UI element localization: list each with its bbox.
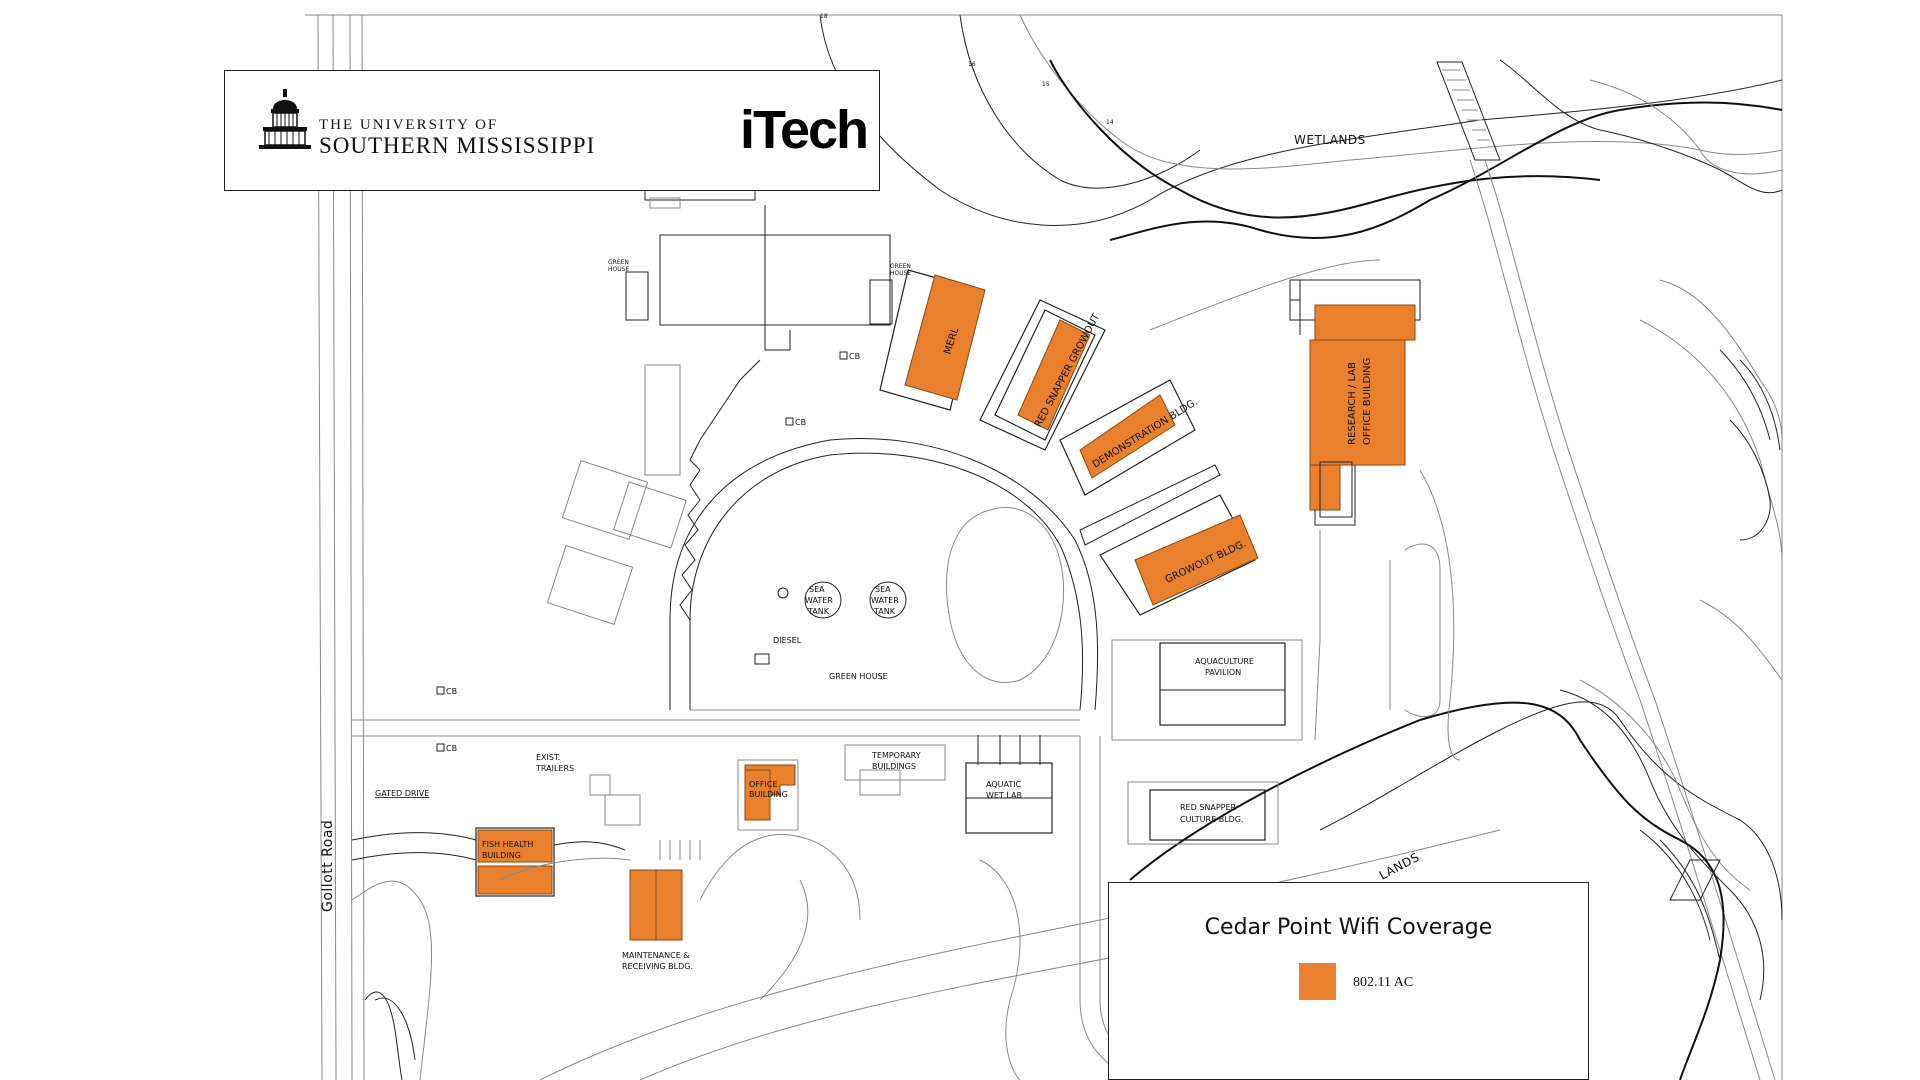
red-snapper-growout-building [979, 299, 1106, 451]
label-gollott-road: Gollott Road [320, 820, 336, 912]
fish-health-building [351, 827, 626, 897]
research-lab-building [1289, 279, 1421, 526]
label-red-snapper-culture-2: CULTURE BLDG. [1180, 815, 1244, 824]
label-sea-water-tank-1b: WATER [805, 596, 833, 605]
label-sea-water-tank-2a: SEA [875, 585, 891, 594]
label-exist-trailers-2: TRAILERS [535, 764, 574, 773]
label-greenhouse-right-2: HOUSE [890, 270, 911, 277]
exist-trailers [589, 774, 641, 826]
greenhouse-grid [625, 187, 893, 351]
cb-marker-3 [436, 686, 445, 695]
label-fish-health-2: BUILDING [482, 851, 521, 860]
aquatic-wet-lab [965, 735, 1053, 834]
label-research-lab-2: OFFICE BUILDING [1362, 358, 1373, 445]
label-fish-health-1: FISH HEALTH [482, 840, 533, 849]
research-lab-top-coverage [1314, 304, 1416, 341]
aquaculture-pavilion [1111, 639, 1303, 741]
demonstration-coverage [1079, 394, 1176, 479]
university-dome-icon [259, 89, 311, 149]
central-area [669, 359, 1099, 711]
growout-coverage [1134, 514, 1259, 606]
label-maintenance-2: RECEIVING BLDG. [622, 962, 693, 971]
sea-water-tanks [754, 581, 907, 665]
itech-logo: iTech [740, 100, 869, 160]
demonstration-building [1059, 379, 1221, 546]
legend: Cedar Point Wifi Coverage 802.11 AC [1108, 882, 1589, 1080]
label-wetlands-top: WETLANDS [1294, 133, 1366, 147]
red-snapper-culture-building [1127, 781, 1279, 845]
legend-label-802-11-ac: 802.11 AC [1353, 975, 1414, 990]
university-name-line1: THE UNIVERSITY OF [319, 117, 499, 133]
label-cb-4: CB [446, 744, 457, 753]
right-loop [1314, 469, 1461, 761]
office-building [737, 759, 799, 831]
contour-label-16: 16 [968, 61, 976, 68]
left-structures [546, 364, 687, 625]
label-sea-water-tank-1c: TANK [807, 607, 830, 616]
fish-health-coverage-top [477, 829, 553, 863]
contour-label-14: 14 [1106, 119, 1114, 126]
growout-building [1099, 494, 1259, 616]
label-cb-1: CB [849, 352, 860, 361]
label-cb-2: CB [795, 418, 806, 427]
label-greenhouse-right-1: GREEN [890, 263, 911, 270]
label-gated-drive: GATED DRIVE [375, 789, 429, 798]
label-aquatic-wet-lab-1: AQUATIC [986, 780, 1022, 789]
label-temporary-buildings-1: TEMPORARY [871, 751, 921, 760]
label-sea-water-tank-2c: TANK [873, 607, 896, 616]
label-sea-water-tank-1a: SEA [809, 585, 825, 594]
label-cb-3: CB [446, 687, 457, 696]
bridge-top [1436, 61, 1501, 161]
label-maintenance-1: MAINTENANCE & [622, 951, 690, 960]
research-lab-lower-coverage [1309, 464, 1341, 511]
red-snapper-growout-coverage [1017, 319, 1091, 431]
contour-label-18: 18 [820, 13, 828, 20]
cb-marker-1 [839, 351, 848, 360]
label-office-building-1: OFFICE [749, 780, 778, 789]
label-sea-water-tank-2b: WATER [871, 596, 899, 605]
contour-lines [819, 14, 1783, 241]
label-red-snapper-culture-1: RED SNAPPER [1180, 803, 1237, 812]
cb-marker-4 [436, 743, 445, 752]
merl-building [879, 269, 986, 411]
right-terrain [1639, 279, 1783, 681]
label-greenhouse-left-1: GREEN [608, 259, 629, 266]
label-aquaculture-2: PAVILION [1205, 668, 1241, 677]
bottom-right-contours [1129, 679, 1783, 1080]
label-green-house-center: GREEN HOUSE [829, 672, 888, 681]
label-aquatic-wet-lab-2: WET LAB [986, 791, 1022, 800]
legend-title: Cedar Point Wifi Coverage [1204, 915, 1493, 940]
maintenance-building [629, 840, 701, 941]
right-roads [1149, 159, 1776, 1080]
contour-label-15: 15 [1042, 81, 1050, 88]
label-office-building-2: BUILDING [749, 790, 788, 799]
logo-header: THE UNIVERSITY OF SOUTHERN MISSISSIPPI i… [224, 70, 880, 191]
label-research-lab-1: RESEARCH / LAB [1347, 362, 1358, 445]
label-temporary-buildings-2: BUILDINGS [872, 762, 916, 771]
office-coverage-left [744, 769, 771, 821]
merl-coverage [904, 274, 986, 401]
label-exist-trailers-1: EXIST. [536, 753, 560, 762]
legend-swatch-802-11-ac [1299, 963, 1336, 1000]
main-road [352, 719, 1101, 880]
label-greenhouse-left-2: HOUSE [608, 266, 629, 273]
lower-terrain [351, 833, 1021, 1080]
fish-health-coverage-bottom [477, 865, 553, 895]
label-diesel: DIESEL [773, 636, 802, 645]
label-aquaculture-1: AQUACULTURE [1195, 657, 1254, 666]
temporary-buildings [844, 744, 946, 796]
cb-marker-2 [785, 417, 794, 426]
research-lab-main-coverage [1309, 339, 1406, 466]
university-name-line2: SOUTHERN MISSISSIPPI [319, 133, 596, 158]
